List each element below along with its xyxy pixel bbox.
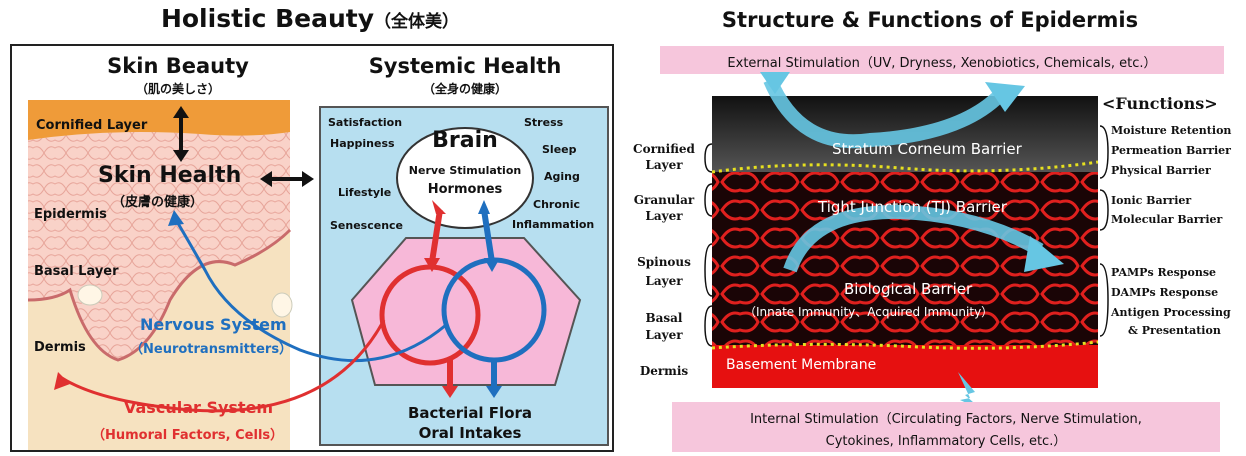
basement-membrane: Basement Membrane	[726, 357, 876, 373]
function-antigen: Antigen Processing	[1111, 306, 1231, 319]
barrier-stratum-corneum: Stratum Corneum Barrier	[832, 140, 1022, 158]
function-physical: Physical Barrier	[1111, 164, 1211, 177]
function-pamps: PAMPs Response	[1111, 266, 1216, 279]
function-presentation: & Presentation	[1128, 324, 1221, 337]
layer-cornified-1: Cornified	[626, 142, 702, 156]
barrier-tight-junction: Tight Junction (TJ) Barrier	[818, 198, 1007, 216]
function-molecular: Molecular Barrier	[1111, 213, 1222, 226]
function-moisture: Moisture Retention	[1111, 124, 1231, 137]
function-permeation: Permeation Barrier	[1111, 144, 1231, 157]
internal-stimulation-line2: Cytokines, Inflammatory Cells, etc.）	[672, 430, 1220, 449]
layer-basal-2: Layer	[626, 328, 702, 342]
layer-granular-2: Layer	[626, 209, 702, 223]
layer-spinous-2: Layer	[626, 274, 702, 288]
barrier-biological: Biological Barrier	[844, 280, 972, 298]
barrier-biological-sub: （Innate Immunity、Acquired Immunity）	[744, 303, 993, 320]
layer-basal-1: Basal	[626, 311, 702, 325]
layer-cornified-2: Layer	[626, 158, 702, 172]
layer-spinous-1: Spinous	[626, 255, 702, 269]
layer-granular-1: Granular	[626, 193, 702, 207]
functions-header: <Functions>	[1102, 94, 1218, 113]
layer-dermis: Dermis	[626, 364, 702, 378]
function-damps: DAMPs Response	[1111, 286, 1218, 299]
internal-stimulation-line1: Internal Stimulation（Circulating Factors…	[672, 408, 1220, 427]
function-ionic: Ionic Barrier	[1111, 194, 1191, 207]
